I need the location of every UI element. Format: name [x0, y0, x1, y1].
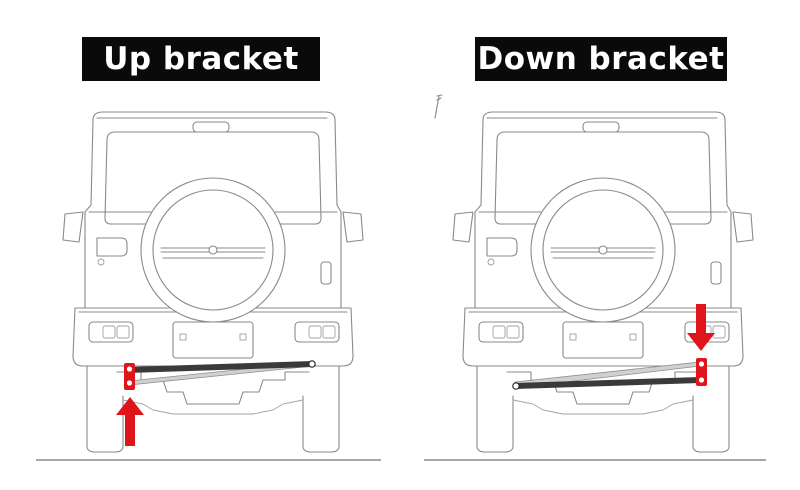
up-bracket-label: Up bracket [82, 37, 320, 81]
bar-assembly-right [512, 358, 707, 390]
bar-assembly-left [124, 360, 316, 390]
arrow-up-icon [116, 397, 144, 446]
vehicle-rear-outline-left [62, 94, 443, 453]
up-bracket [124, 363, 135, 390]
down-bracket-label: Down bracket [475, 37, 727, 81]
down-bracket [696, 358, 707, 386]
arrow-down-icon [687, 304, 715, 351]
vehicle-rear-outline-right [452, 94, 800, 453]
